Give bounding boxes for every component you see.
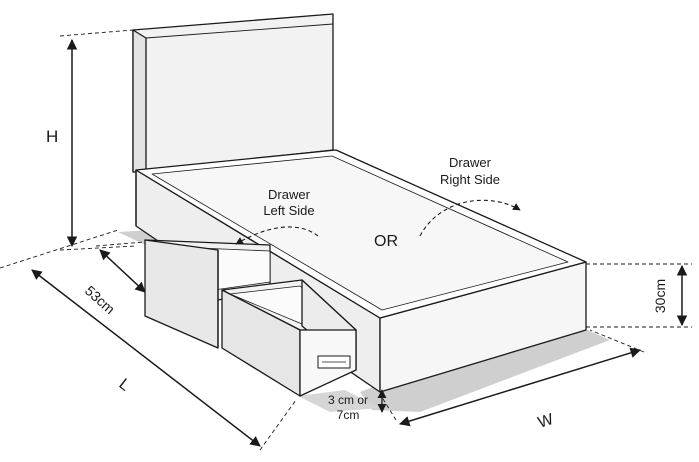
mattress-top: [135, 149, 587, 319]
or-label: OR: [374, 233, 398, 250]
drawer-left-label-line1: Drawer: [268, 187, 311, 202]
length-dimension: [0, 229, 297, 451]
drawer-right-arrow: [419, 199, 521, 237]
base-height-label: 30cm: [652, 279, 668, 313]
clearance-label-line2: 7cm: [337, 408, 360, 422]
width-dimension: [379, 329, 645, 427]
drawer-right-label-line1: Drawer: [449, 155, 492, 170]
depth-dimension: [95, 241, 146, 293]
height-label: H: [46, 127, 58, 146]
drawer-right-label-line2: Right Side: [440, 172, 500, 187]
height-dimension: [59, 29, 137, 251]
headboard: [132, 13, 334, 176]
clearance-label-line1: 3 cm or: [328, 393, 368, 407]
base-height-dimension: [586, 263, 692, 328]
drawer-left-arrow: [235, 226, 319, 245]
width-label: W: [536, 411, 556, 432]
drawer-left-label-line2: Left Side: [263, 203, 314, 218]
length-label: L: [116, 376, 134, 395]
